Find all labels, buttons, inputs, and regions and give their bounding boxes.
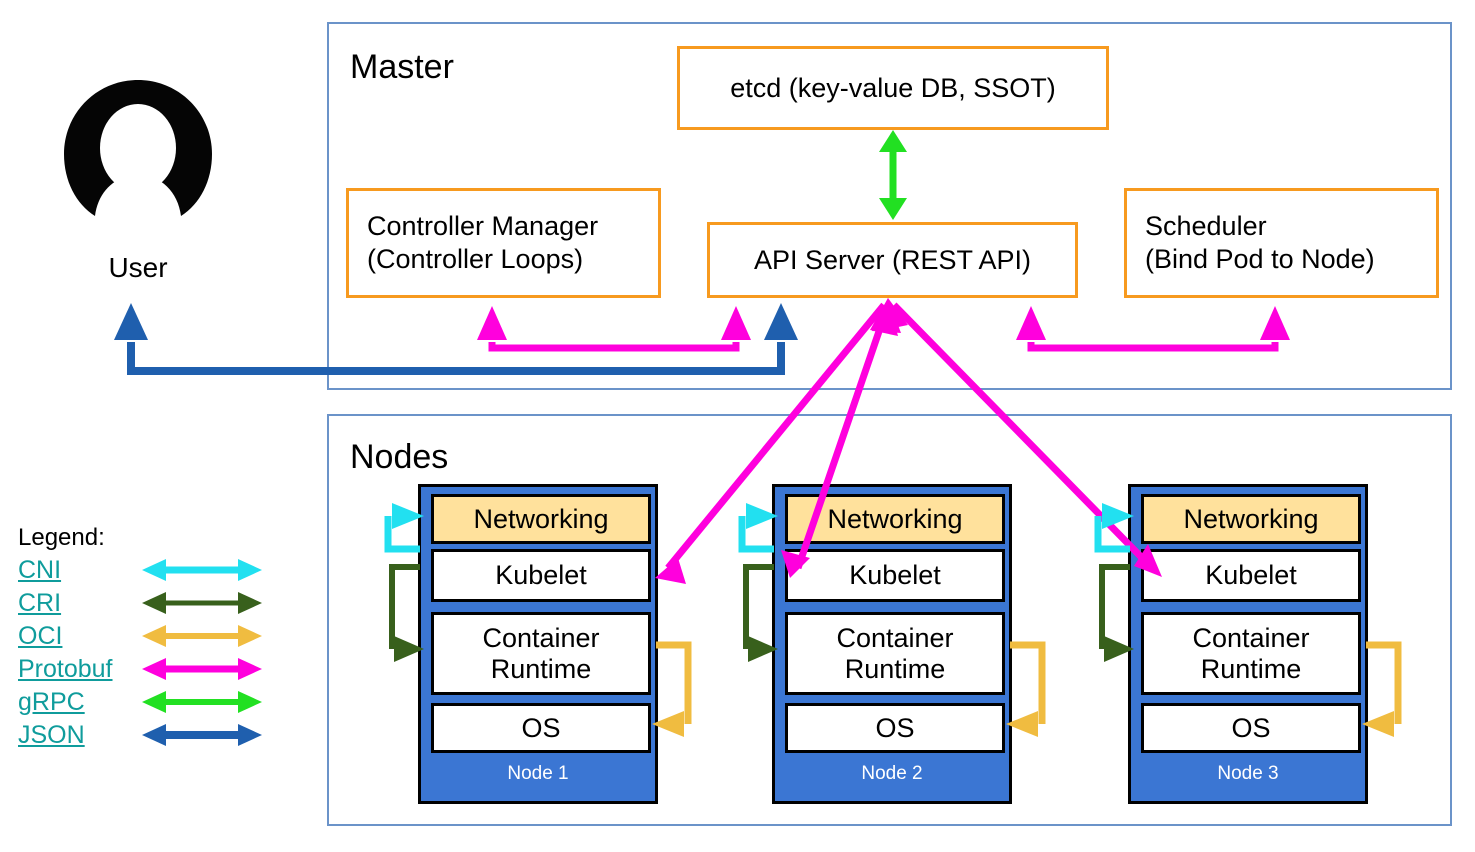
- kubelet-label: Kubelet: [849, 560, 941, 591]
- os-label: OS: [875, 712, 915, 743]
- node-name-label: Node 1: [507, 763, 569, 784]
- container-runtime-label-line2: Runtime: [1200, 653, 1302, 684]
- etcd-box[interactable]: etcd (key-value DB, SSOT): [677, 46, 1109, 130]
- legend-arrow-cni: [142, 559, 262, 582]
- container-runtime-label-line2: Runtime: [844, 653, 946, 684]
- legend-row-protobuf: Protobuf: [18, 653, 264, 686]
- legend-row-grpc: gRPC: [18, 686, 264, 719]
- node-layer-os[interactable]: OS: [1141, 703, 1361, 753]
- legend-label-protobuf[interactable]: Protobuf: [18, 654, 113, 683]
- nodes-group-title: Nodes: [350, 438, 449, 476]
- controller-manager-box[interactable]: Controller Manager (Controller Loops): [346, 188, 661, 298]
- legend-label-cni[interactable]: CNI: [18, 555, 62, 584]
- controller-manager-label-line1: Controller Manager: [367, 211, 599, 242]
- node-name-label: Node 3: [1217, 763, 1279, 784]
- node-layer-kubelet[interactable]: Kubelet: [1141, 549, 1361, 602]
- scheduler-box[interactable]: Scheduler (Bind Pod to Node): [1124, 188, 1439, 298]
- legend: Legend: CNI CRI OCI: [18, 524, 264, 752]
- legend-label-cri[interactable]: CRI: [18, 588, 62, 617]
- os-label: OS: [521, 712, 561, 743]
- legend-arrow-cri: [142, 592, 262, 615]
- networking-label: Networking: [1183, 503, 1319, 534]
- node-layer-networking[interactable]: Networking: [431, 494, 651, 544]
- user-avatar-icon: [62, 78, 214, 223]
- legend-title: Legend:: [18, 524, 105, 551]
- container-runtime-label-line1: Container: [836, 623, 954, 654]
- master-group-title: Master: [350, 48, 454, 86]
- node-layer-kubelet[interactable]: Kubelet: [785, 549, 1005, 602]
- kubelet-label: Kubelet: [1205, 560, 1297, 591]
- node-card[interactable]: Networking Kubelet Container Runtime OS …: [418, 484, 658, 804]
- networking-label: Networking: [473, 503, 609, 534]
- legend-label-json[interactable]: JSON: [18, 720, 85, 749]
- scheduler-label-line1: Scheduler: [1145, 211, 1267, 242]
- api-server-label: API Server (REST API): [753, 244, 1032, 275]
- legend-row-cni: CNI: [18, 554, 264, 587]
- node-layer-networking[interactable]: Networking: [785, 494, 1005, 544]
- legend-row-json: JSON: [18, 719, 264, 752]
- node-card[interactable]: Networking Kubelet Container Runtime OS …: [772, 484, 1012, 804]
- controller-manager-label-line2: (Controller Loops): [367, 244, 584, 274]
- container-runtime-label-line1: Container: [1192, 623, 1310, 654]
- node-name-label: Node 2: [861, 763, 923, 784]
- node-layer-kubelet[interactable]: Kubelet: [431, 549, 651, 602]
- node-layer-container-runtime[interactable]: Container Runtime: [785, 612, 1005, 695]
- legend-arrow-protobuf: [142, 658, 262, 681]
- legend-label-grpc[interactable]: gRPC: [18, 687, 85, 716]
- legend-row-cri: CRI: [18, 587, 264, 620]
- node-layer-container-runtime[interactable]: Container Runtime: [431, 612, 651, 695]
- container-runtime-label-line1: Container: [482, 623, 600, 654]
- node-layer-container-runtime[interactable]: Container Runtime: [1141, 612, 1361, 695]
- legend-label-oci[interactable]: OCI: [18, 621, 63, 650]
- networking-label: Networking: [827, 503, 963, 534]
- os-label: OS: [1231, 712, 1271, 743]
- etcd-label: etcd (key-value DB, SSOT): [730, 72, 1056, 103]
- node-layer-os[interactable]: OS: [785, 703, 1005, 753]
- node-layer-networking[interactable]: Networking: [1141, 494, 1361, 544]
- user-label: User: [108, 252, 168, 283]
- legend-arrow-json: [142, 724, 262, 747]
- api-server-box[interactable]: API Server (REST API): [707, 222, 1078, 298]
- legend-arrow-grpc: [142, 691, 262, 714]
- scheduler-label-line2: (Bind Pod to Node): [1145, 244, 1375, 274]
- container-runtime-label-line2: Runtime: [490, 653, 592, 684]
- legend-arrow-oci: [142, 625, 262, 648]
- legend-row-oci: OCI: [18, 620, 264, 653]
- node-layer-os[interactable]: OS: [431, 703, 651, 753]
- node-card[interactable]: Networking Kubelet Container Runtime OS …: [1128, 484, 1368, 804]
- kubelet-label: Kubelet: [495, 560, 587, 591]
